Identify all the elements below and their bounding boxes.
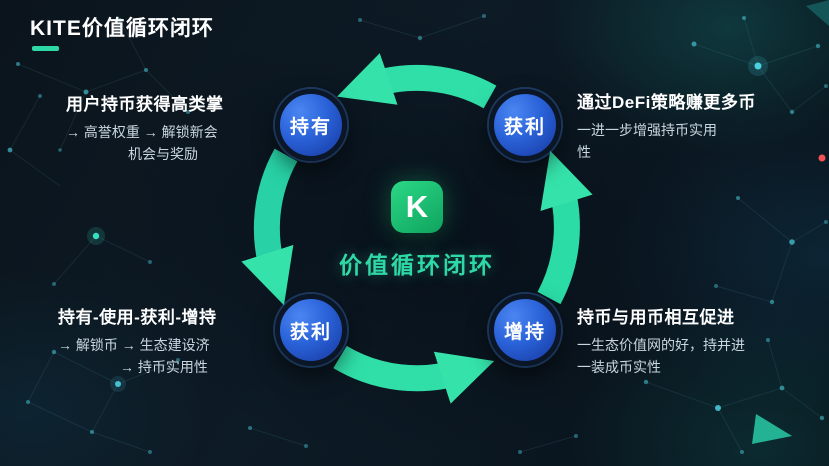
arrow-top-left bbox=[337, 53, 497, 109]
arrow-left-down bbox=[241, 148, 298, 306]
node-profit-bottom: 获利 bbox=[275, 294, 347, 366]
block-top-right: 通过DeFi策略赚更多币 一进一步增强持币实用 性 bbox=[577, 88, 815, 163]
block-line: → 解锁币 → 生态建设济 bbox=[58, 337, 210, 353]
arrow-bottom-right bbox=[333, 345, 495, 404]
node-increase: 增持 bbox=[489, 294, 561, 366]
bright-dot bbox=[92, 232, 100, 240]
block-top-left: 用户持币获得高类掌 → 高誉权重 → 解锁新会 机会与奖励 bbox=[66, 90, 281, 165]
block-line: 机会与奖励 bbox=[128, 145, 198, 162]
kite-logo-letter: K bbox=[405, 189, 429, 224]
node-profit-top-label: 获利 bbox=[503, 116, 546, 138]
page-title: KITE价值循环闭环 bbox=[30, 17, 214, 40]
kite-logo: K bbox=[391, 181, 443, 233]
block-bottom-right: 持币与用币相互促进 一生态价值网的好，持并进 一装成币实性 bbox=[577, 303, 817, 378]
block-line: 一生态价值网的好，持并进 bbox=[577, 337, 745, 353]
arrow-right-up bbox=[537, 150, 593, 305]
node-increase-label: 增持 bbox=[503, 321, 546, 343]
block-heading: 持币与用币相互促进 bbox=[577, 308, 735, 327]
block-line: → 持币实用性 bbox=[120, 358, 208, 375]
block-line: → 高誉权重 → 解锁新会 bbox=[66, 124, 218, 140]
corner-triangle-shape bbox=[752, 414, 792, 444]
corner-accent-shape bbox=[806, 0, 829, 26]
node-hold-label: 持有 bbox=[289, 116, 332, 138]
red-dot bbox=[818, 154, 826, 162]
block-heading: 用户持币获得高类掌 bbox=[66, 95, 224, 114]
block-line: 性 bbox=[577, 143, 591, 160]
block-line: 一装成币实性 bbox=[577, 358, 661, 375]
block-line: 一进一步增强持币实用 bbox=[577, 122, 717, 138]
block-heading: 持有-使用-获利-增持 bbox=[58, 308, 217, 327]
node-hold: 持有 bbox=[275, 89, 347, 161]
title-underline bbox=[32, 46, 59, 51]
node-profit-bottom-label: 获利 bbox=[289, 321, 332, 343]
block-bottom-left: 持有-使用-获利-增持 → 解锁币 → 生态建设济 → 持币实用性 bbox=[58, 303, 290, 378]
block-heading: 通过DeFi策略赚更多币 bbox=[577, 93, 756, 112]
node-profit-top: 获利 bbox=[489, 89, 561, 161]
center-label: 价值循环闭环 bbox=[339, 252, 495, 278]
